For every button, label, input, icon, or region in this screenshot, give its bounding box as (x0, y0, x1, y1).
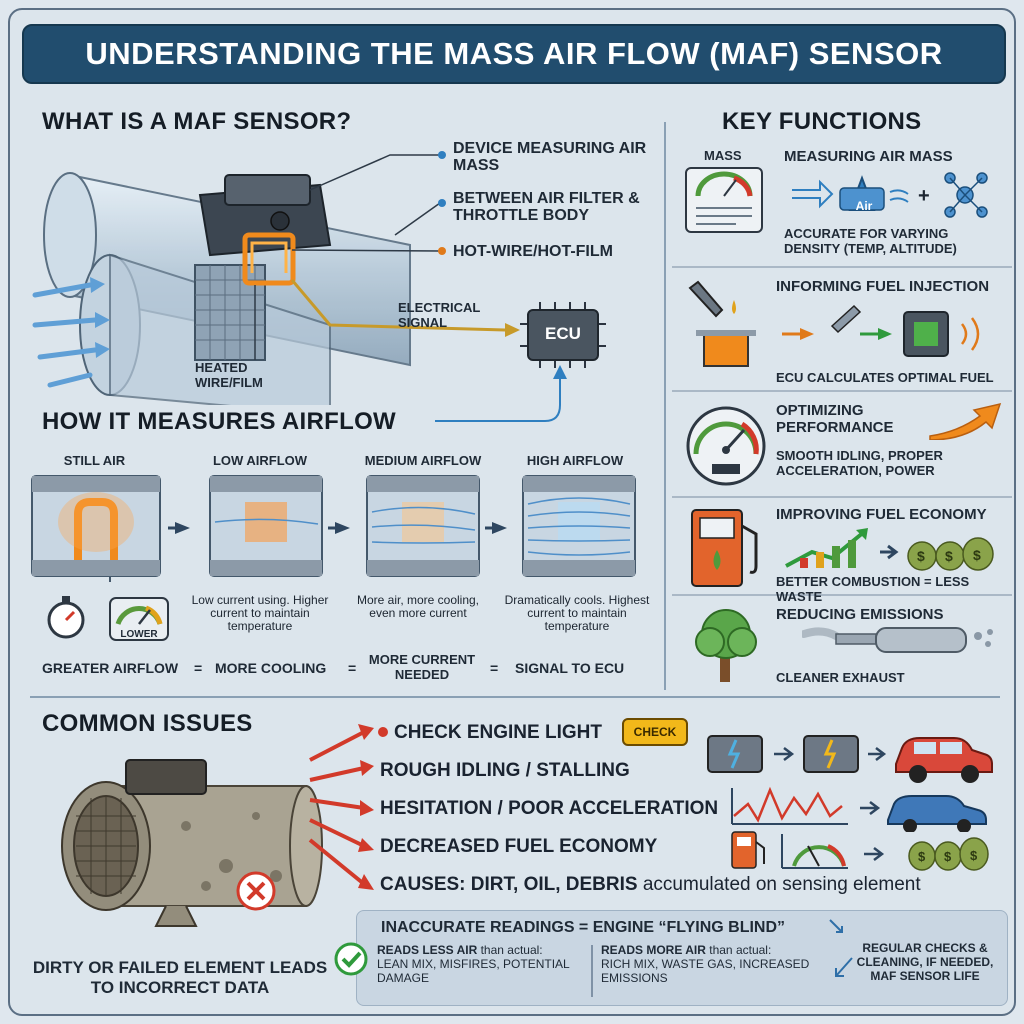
recommendation-arrows-icon (829, 919, 853, 977)
svg-text:$: $ (918, 849, 926, 864)
causes-rest: accumulated on sensing element (642, 874, 921, 895)
title-banner: UNDERSTANDING THE MASS AIR FLOW (MAF) SE… (22, 24, 1006, 84)
reads-less-bold: READS LESS AIR (377, 943, 478, 957)
check-label: CHECK (633, 725, 677, 739)
eq-equals-3: = (490, 660, 499, 676)
stage-still-label: STILL AIR (63, 453, 126, 468)
electrical-signal-label: ELECTRICAL SIGNAL (398, 300, 481, 330)
stage-low-label: LOW AIRFLOW (212, 453, 308, 468)
check-engine-badge: CHECK (622, 718, 688, 746)
panel-emissions: REDUCING EMISSIONS CLEANER EXHAUST (672, 598, 1012, 690)
ecu-label: ECU (545, 324, 581, 343)
exhaust-pipe-icon (802, 627, 993, 653)
reads-less-block: READS LESS AIR than actual: LEAN MIX, MI… (377, 943, 587, 985)
speedometer-icon (686, 406, 766, 486)
red-dot-icon (378, 727, 388, 737)
air-label: Air (855, 199, 873, 213)
heated-wire-label: HEATED WIRE/FILM (195, 360, 263, 390)
panel-fuel-injection: INFORMING FUEL INJECTION ECU CALCULATES … (672, 270, 1012, 392)
svg-text:$: $ (973, 547, 981, 563)
fuel-pump-icon (691, 509, 758, 587)
reads-more-effects: RICH MIX, WASTE GAS, INCREASED EMISSIONS (601, 957, 810, 985)
issues-heading: COMMON ISSUES (42, 710, 253, 737)
callout-type: HOT-WIRE/HOT-FILM (453, 243, 613, 260)
key-functions-heading: KEY FUNCTIONS (722, 108, 922, 135)
svg-text:$: $ (944, 849, 952, 864)
reads-less-rest: than actual: (480, 943, 543, 957)
dirty-element-text: DIRTY OR FAILED ELEMENT LEADS TO INCORRE… (32, 958, 328, 997)
ecu-chip-icon (520, 302, 606, 368)
svg-text:$: $ (970, 848, 978, 863)
causes-bold: CAUSES: DIRT, OIL, DEBRIS (380, 874, 638, 895)
air-mass-icon: + (792, 172, 988, 218)
reads-more-rest: than actual: (709, 943, 772, 957)
issue-check-engine: CHECK ENGINE LIGHT (394, 722, 602, 743)
stage-low-caption: Low current using. Higher current to mai… (191, 593, 329, 633)
svg-text:$: $ (945, 548, 953, 564)
issue-arrows (308, 724, 374, 890)
box-divider (591, 945, 593, 997)
box-title: INACCURATE READINGS = ENGINE “FLYING BLI… (381, 919, 786, 936)
tree-icon (695, 609, 757, 682)
dirty-sensor-illustration (61, 759, 323, 927)
emissions-title: REDUCING EMISSIONS (776, 606, 944, 623)
economy-desc: BETTER COMBUSTION = LESS WASTE (776, 574, 970, 604)
upward-arrow-icon (929, 402, 1002, 440)
stage-medium-label: MEDIUM AIRFLOW (364, 453, 482, 468)
eq-equals-2: = (348, 660, 357, 676)
svg-text:+: + (918, 185, 930, 207)
callout-device: DEVICE MEASURING AIR MASS (453, 140, 647, 174)
fuel-injection-title: INFORMING FUEL INJECTION (776, 278, 990, 295)
ecu-chip: ECU (520, 302, 606, 368)
page-title: UNDERSTANDING THE MASS AIR FLOW (MAF) SE… (85, 36, 943, 71)
stopwatch-gauge-icons (47, 596, 169, 641)
section-divider-horizontal (30, 696, 1000, 698)
check-circle-icon (334, 942, 368, 976)
callout-location: BETWEEN AIR FILTER & THROTTLE BODY (453, 190, 640, 224)
stage-medium-caption: More air, more cooling, even more curren… (356, 593, 480, 620)
reads-less-effects: LEAN MIX, MISFIRES, POTENTIAL DAMAGE (377, 957, 570, 985)
eq-airflow: GREATER AIRFLOW (42, 660, 179, 676)
infographic-frame: UNDERSTANDING THE MASS AIR FLOW (MAF) SE… (8, 8, 1016, 1016)
how-to-ecu-connector (435, 365, 567, 422)
economy-title: IMPROVING FUEL ECONOMY (776, 506, 987, 523)
how-heading: HOW IT MEASURES AIRFLOW (42, 408, 396, 435)
inaccurate-readings-box: INACCURATE READINGS = ENGINE “FLYING BLI… (356, 910, 1008, 1006)
stage-high-caption: Dramatically cools. Highest current to m… (504, 593, 650, 633)
issue-hesitation: HESITATION / POOR ACCELERATION (380, 798, 719, 819)
issue-fuel-economy: DECREASED FUEL ECONOMY (380, 836, 658, 857)
regular-checks-text: REGULAR CHECKS & CLEANING, if needed, MA… (856, 941, 994, 983)
stage-high-label: HIGH AIRFLOW (526, 453, 624, 468)
hesitation-graph-car (731, 786, 987, 832)
performance-title: OPTIMIZING PERFORMANCE (776, 402, 894, 436)
performance-desc: SMOOTH IDLING, PROPER ACCELERATION, POWE… (776, 448, 943, 478)
eq-equals-1: = (194, 660, 203, 676)
measuring-title: MEASURING AIR MASS (784, 148, 953, 165)
eq-current: MORE CURRENT NEEDED (368, 652, 476, 682)
savings-chart-icon: $ $ $ (785, 528, 994, 571)
gauge-lower-label: LOWER (120, 629, 158, 640)
what-is-heading: WHAT IS A MAF SENSOR? (42, 108, 352, 135)
eq-signal: SIGNAL TO ECU (515, 660, 625, 676)
issue-causes: CAUSES: DIRT, OIL, DEBRIS accumulated on… (380, 874, 921, 896)
issue-rough-idling: ROUGH IDLING / STALLING (380, 760, 630, 781)
reads-more-bold: READS MORE AIR (601, 943, 706, 957)
section-divider-vertical (664, 122, 666, 690)
reads-more-block: READS MORE AIR than actual: RICH MIX, WA… (601, 943, 811, 985)
panel-economy: IMPROVING FUEL ECONOMY $ $ $ BETTER COMBUS… (672, 500, 1012, 604)
mass-meter-icon (685, 167, 763, 233)
fuel-gauge-money-icons: $ $ $ (731, 831, 989, 871)
measuring-desc: ACCURATE FOR VARYING DENSITY (TEMP, ALTI… (784, 226, 957, 256)
eq-cooling: MORE COOLING (215, 660, 327, 676)
panel-measuring: MASS MEASURING AIR MASS + Air ACCURATE F… (672, 140, 1012, 268)
maf-sensor-illustration (32, 151, 520, 405)
emissions-desc: CLEANER EXHAUST (776, 670, 905, 685)
fuel-injection-icon (688, 280, 980, 367)
fuel-injection-desc: ECU CALCULATES OPTIMAL FUEL (776, 370, 994, 385)
panel-performance: OPTIMIZING PERFORMANCE SMOOTH IDLING, PR… (672, 394, 1012, 498)
engine-car-icons (707, 735, 993, 783)
airflow-stages-illustration (31, 475, 636, 582)
mass-label: MASS (704, 148, 742, 163)
svg-text:$: $ (917, 548, 925, 564)
